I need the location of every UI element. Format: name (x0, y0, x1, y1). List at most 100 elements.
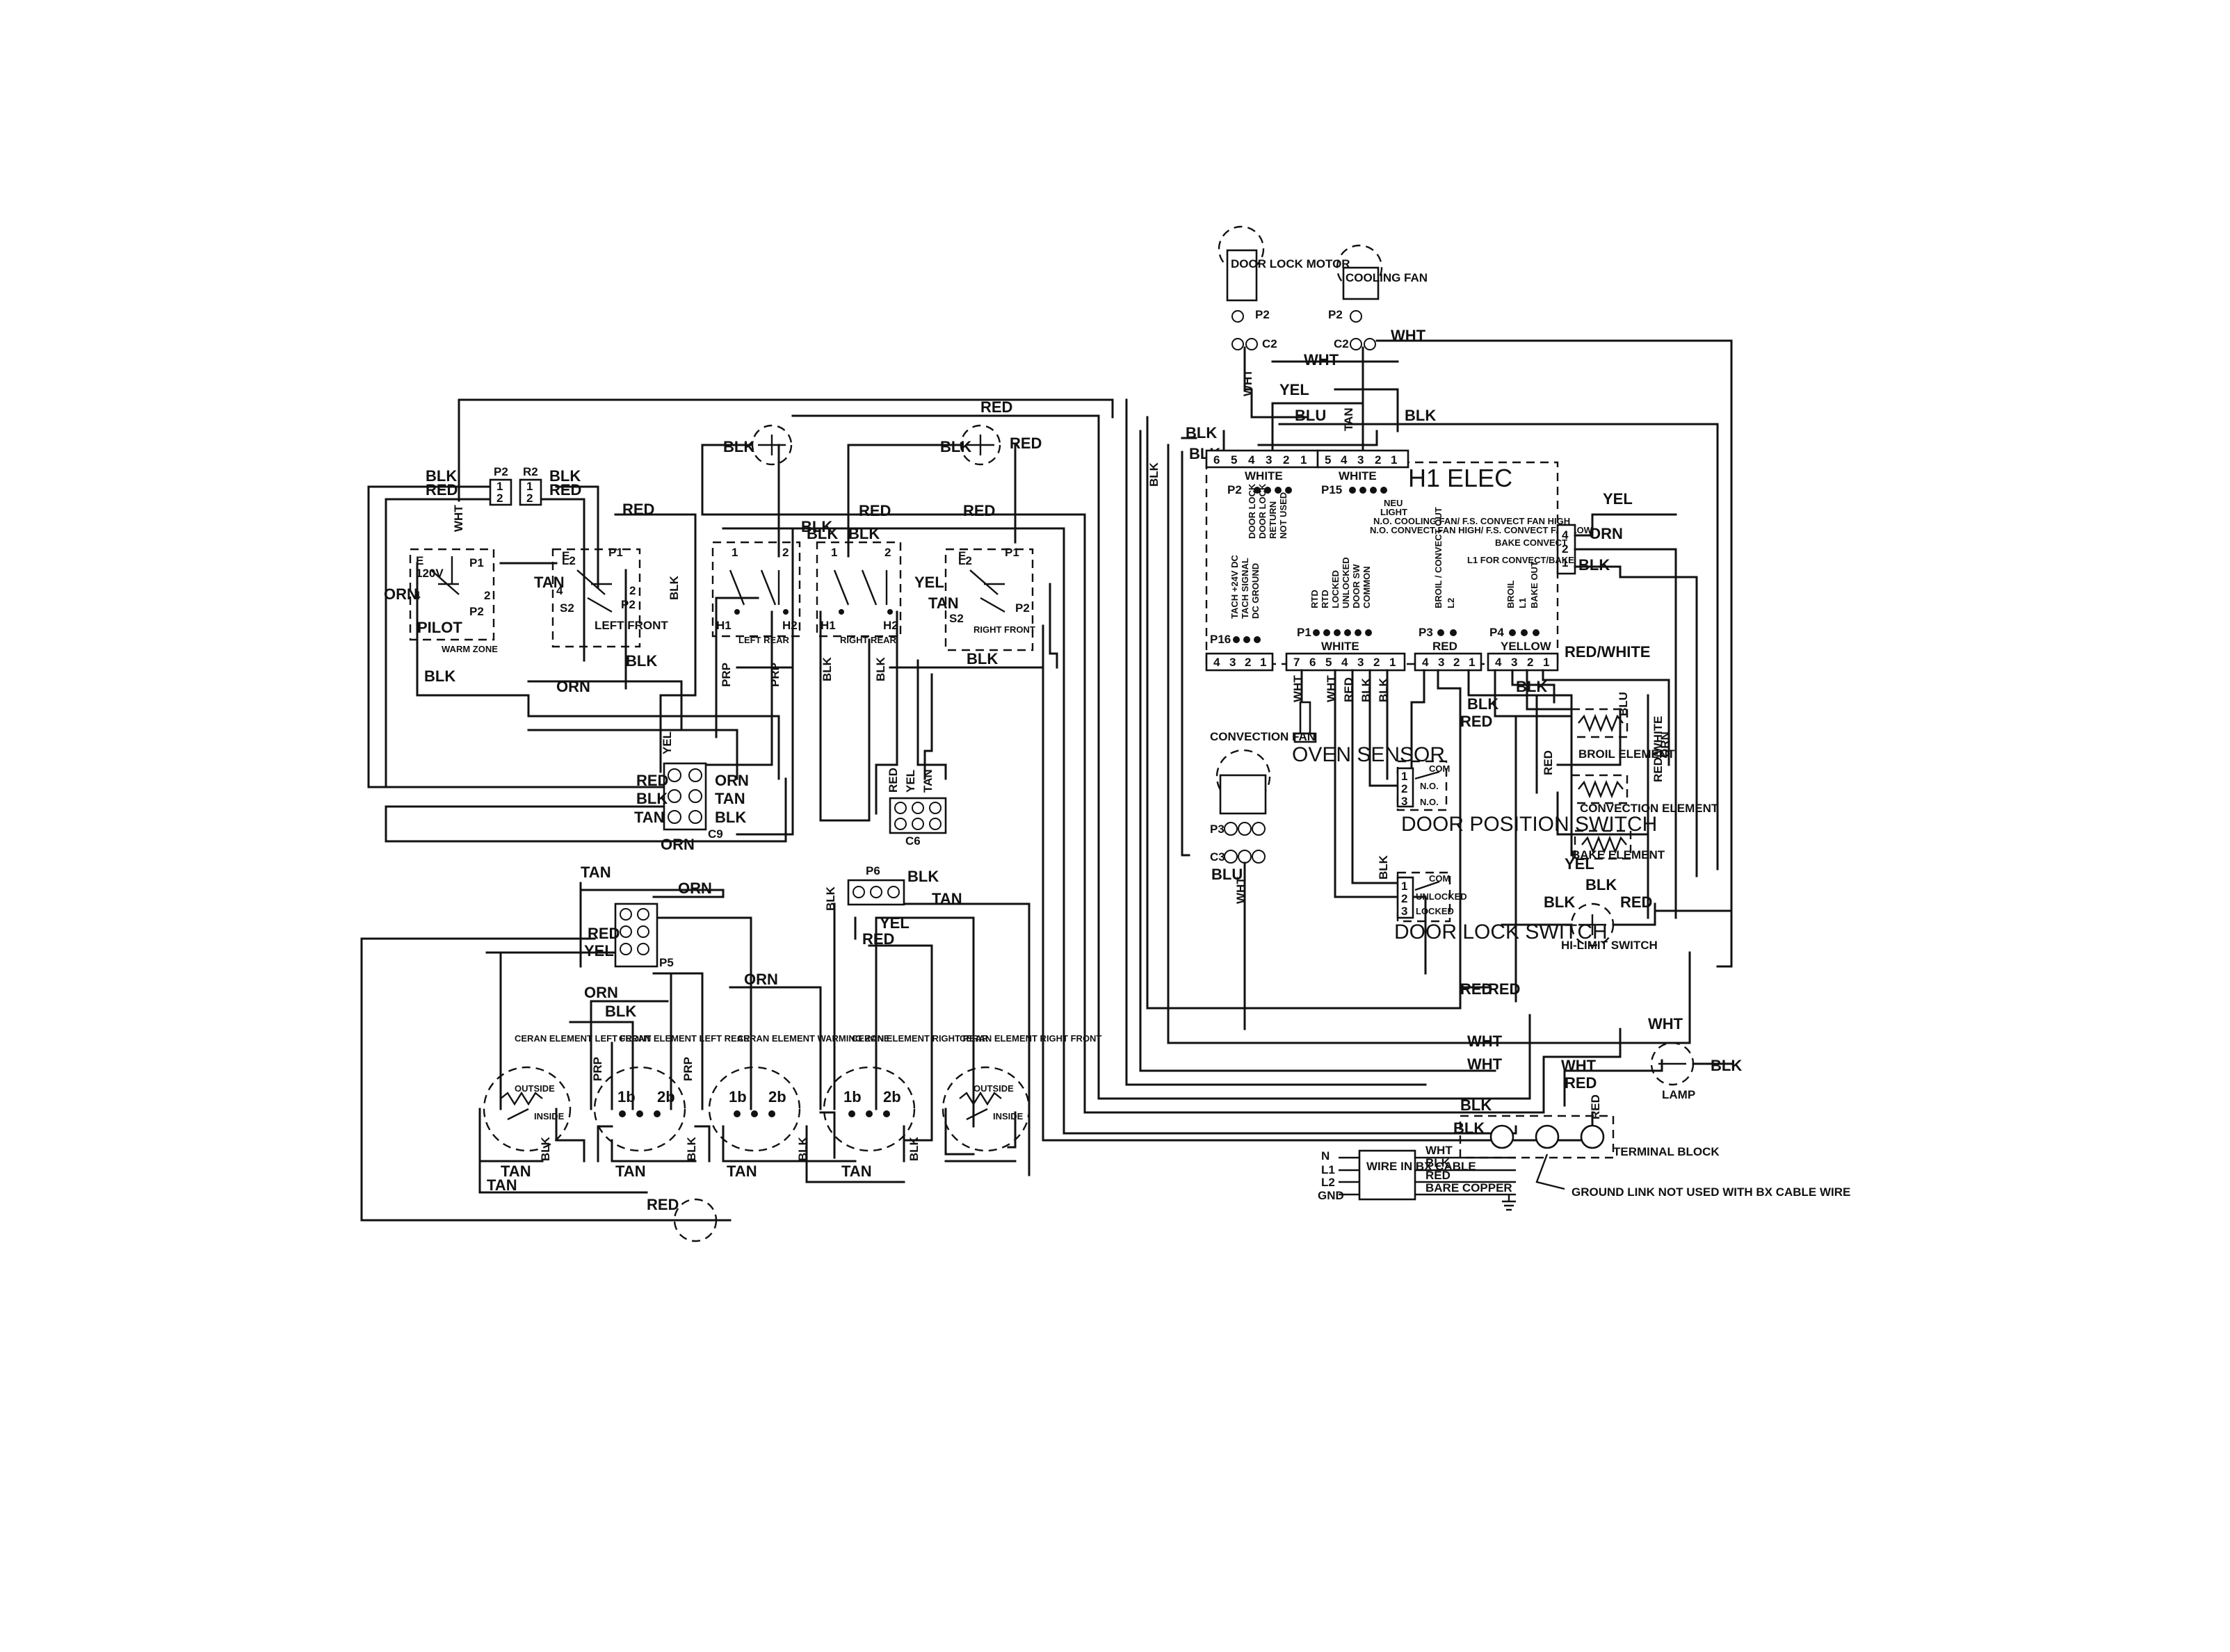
svg-text:TAN: TAN (581, 864, 611, 881)
svg-text:BLK: BLK (967, 650, 998, 667)
svg-text:WHT: WHT (1561, 1057, 1597, 1074)
svg-text:P1: P1 (608, 546, 623, 559)
svg-text:ORN: ORN (584, 984, 618, 1001)
svg-text:RED: RED (980, 398, 1012, 416)
svg-text:TAN: TAN (928, 594, 959, 612)
svg-text:RED: RED (1342, 677, 1355, 702)
svg-text:2: 2 (1562, 542, 1568, 556)
svg-text:P2: P2 (469, 605, 484, 618)
svg-text:4: 4 (1213, 656, 1220, 669)
svg-text:ORN: ORN (1658, 731, 1672, 758)
svg-text:LIGHT: LIGHT (1380, 507, 1407, 517)
svg-text:RED: RED (1425, 1169, 1451, 1182)
hi-limit-switch: HI-LIMIT SWITCH BLK RED (1501, 893, 1658, 952)
svg-text:C9: C9 (708, 827, 723, 841)
svg-text:1: 1 (1543, 656, 1549, 669)
c9-connector: C9 RED BLK TAN ORN TAN BLK ORN YEL (634, 731, 749, 853)
svg-text:RED: RED (647, 1196, 679, 1213)
svg-text:BLK: BLK (1453, 1119, 1485, 1137)
svg-text:CONVECTION FAN: CONVECTION FAN (1210, 730, 1316, 743)
svg-text:E: E (562, 549, 569, 562)
svg-text:4: 4 (1495, 656, 1502, 669)
svg-text:WHT: WHT (1467, 1032, 1503, 1050)
svg-text:2b: 2b (657, 1088, 675, 1106)
svg-text:BLK: BLK (1544, 893, 1575, 911)
svg-text:ORN: ORN (556, 678, 590, 695)
svg-text:RED: RED (588, 925, 620, 942)
svg-text:INSIDE: INSIDE (534, 1111, 565, 1121)
svg-text:BLK: BLK (848, 525, 880, 542)
svg-text:4: 4 (1341, 656, 1348, 669)
svg-text:L2: L2 (958, 554, 972, 567)
svg-text:PRP: PRP (681, 1057, 695, 1081)
c6-connector: C6 RED YEL TAN (887, 768, 947, 848)
svg-text:OUTSIDE: OUTSIDE (515, 1083, 555, 1094)
svg-text:DOOR SW: DOOR SW (1351, 564, 1362, 608)
svg-text:2: 2 (1373, 656, 1380, 669)
svg-text:1: 1 (496, 480, 503, 493)
ceran-left-front: CERAN ELEMENT LEFT FRONT OUTSIDE INSIDE … (483, 1033, 651, 1180)
svg-text:6: 6 (1213, 453, 1220, 467)
svg-text:2: 2 (496, 492, 503, 505)
svg-text:YEL: YEL (904, 770, 917, 793)
svg-text:E: E (958, 549, 966, 562)
right-front-switch: E L2 P1 S2 P2 RIGHT FRONT YEL TAN BLK RE… (914, 398, 1042, 667)
svg-text:C6: C6 (905, 834, 921, 848)
svg-text:WHT: WHT (1304, 351, 1339, 369)
svg-text:4: 4 (1422, 656, 1429, 669)
svg-text:RED: RED (963, 502, 995, 519)
svg-text:RED: RED (1432, 640, 1457, 653)
bottom-left-lamp: TAN RED (360, 1176, 732, 1242)
svg-text:RED/WHITE: RED/WHITE (1565, 643, 1650, 661)
left-rear-switch: 1 2 H1 H2 LEFT REAR BLK BLK RED PRP PRP (711, 438, 891, 687)
svg-text:E: E (416, 554, 423, 567)
svg-text:RED: RED (622, 501, 654, 518)
p2-r2-connector: P2 R2 1 2 1 2 BLK RED BLK RED WHT (426, 465, 581, 532)
svg-text:L2: L2 (1321, 1176, 1335, 1189)
svg-text:3: 3 (1357, 453, 1364, 467)
svg-text:RIGHT REAR: RIGHT REAR (840, 635, 897, 645)
svg-text:COMMON: COMMON (1362, 566, 1372, 608)
svg-text:C2: C2 (1262, 337, 1277, 350)
svg-text:BLK: BLK (1585, 876, 1617, 893)
svg-text:3: 3 (1357, 656, 1364, 669)
svg-text:1: 1 (1260, 656, 1266, 669)
svg-text:BAKE CONVECT: BAKE CONVECT (1495, 537, 1567, 548)
indicator-lamp-top-right (960, 424, 1001, 466)
svg-text:BLK: BLK (796, 1136, 809, 1161)
svg-text:OVEN SENSOR: OVEN SENSOR (1292, 743, 1445, 766)
svg-text:BLK: BLK (668, 575, 681, 600)
svg-text:H2: H2 (782, 619, 798, 632)
svg-text:WHT: WHT (1291, 675, 1304, 702)
ceran-right-front: CERAN ELEMENT RIGHT FRONT OUTSIDE INSIDE (942, 1033, 1101, 1152)
svg-text:TACH SIGNAL: TACH SIGNAL (1240, 558, 1250, 619)
svg-text:RED: RED (862, 930, 894, 948)
svg-text:BROIL: BROIL (1505, 581, 1516, 609)
svg-text:TAN: TAN (487, 1176, 517, 1194)
svg-text:BLK: BLK (907, 868, 939, 885)
svg-text:P15: P15 (1321, 483, 1342, 496)
ceran-warming-zone: CERAN ELEMENT WARMING ZONE 1b 2b TAN BLK (708, 1033, 890, 1180)
svg-text:RED: RED (1542, 750, 1555, 775)
right-rear-switch: 1 2 H1 H2 RIGHT REAR BLK BLK BLK BLK (801, 518, 902, 681)
door-position-switch: 1 2 3 COM N.O. N.O. DOOR POSITION SWITCH (1396, 760, 1657, 836)
svg-text:C2: C2 (1334, 337, 1349, 350)
svg-text:5: 5 (1325, 453, 1331, 467)
lamp: LAMP WHT BLK (1648, 1015, 1742, 1101)
svg-text:BLK: BLK (626, 652, 657, 670)
svg-text:BAKE ELEMENT: BAKE ELEMENT (1571, 848, 1665, 861)
svg-text:LOCKED: LOCKED (1330, 570, 1341, 608)
p6-connector: P6 BLK TAN YEL RED BLK (824, 864, 962, 948)
svg-text:1: 1 (1401, 880, 1407, 893)
svg-text:2: 2 (1375, 453, 1381, 467)
svg-text:YEL: YEL (661, 731, 674, 754)
svg-text:1b: 1b (617, 1088, 636, 1106)
svg-text:2: 2 (1453, 656, 1460, 669)
svg-text:2: 2 (1283, 453, 1289, 467)
svg-text:PILOT: PILOT (417, 619, 462, 636)
svg-text:TAN: TAN (715, 790, 745, 807)
svg-text:S2: S2 (949, 612, 964, 625)
svg-text:BLK: BLK (1460, 1096, 1492, 1114)
svg-text:BLK: BLK (1359, 677, 1373, 702)
svg-text:P3: P3 (1210, 823, 1225, 836)
